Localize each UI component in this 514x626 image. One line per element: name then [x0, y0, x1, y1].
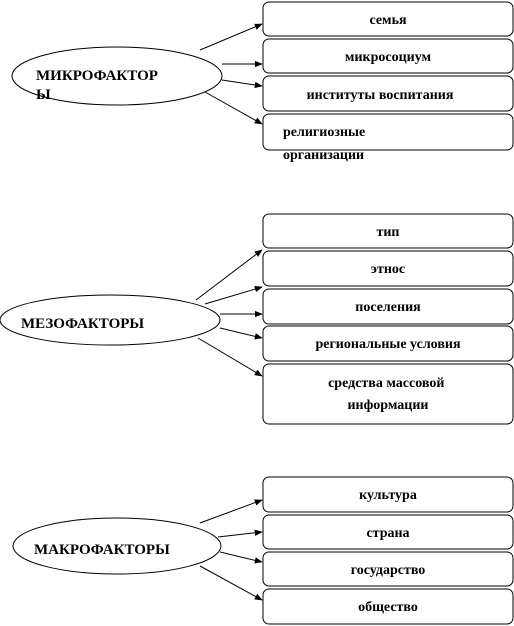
group-meso: МЕЗОФАКТОРЫ тип этнос поселения регионал…	[0, 213, 514, 425]
macro-factors-ellipse	[12, 517, 222, 575]
macro-arrows	[199, 499, 263, 601]
box-regional-conditions: региональные условия	[262, 325, 514, 362]
box-settlements: поселения	[262, 288, 514, 325]
box-society-label: общество	[358, 600, 418, 615]
box-ethnos: этнос	[262, 250, 514, 287]
box-settlements-label: поселения	[355, 300, 421, 315]
box-mass-media-label: средства массовой информации	[328, 376, 448, 413]
group-micro: МИКРОФАКТОР Ы семья микросоциум институт…	[11, 1, 514, 163]
meso-arrows	[195, 249, 263, 377]
box-state-label: государство	[351, 563, 426, 578]
box-ethnos-label: этнос	[371, 262, 405, 277]
box-type-label: тип	[376, 225, 399, 240]
micro-arrows	[199, 23, 263, 125]
box-culture-label: культура	[359, 488, 417, 503]
box-country: страна	[262, 514, 514, 550]
macro-factors-label: МАКРОФАКТОРЫ	[34, 542, 170, 558]
box-religious-organizations: религиозные организации	[262, 113, 514, 163]
box-microsociety-label: микросоциум	[345, 50, 432, 65]
box-education-institutions-label: институты воспитания	[307, 88, 454, 103]
box-regional-conditions-label: региональные условия	[315, 337, 460, 352]
group-macro: МАКРОФАКТОРЫ культура страна государство…	[12, 476, 514, 625]
box-education-institutions: институты воспитания	[262, 75, 514, 112]
box-type: тип	[262, 213, 514, 249]
micro-factors-label: МИКРОФАКТОР Ы	[36, 68, 162, 103]
meso-factors-ellipse	[0, 294, 221, 346]
box-mass-media: средства массовой информации	[262, 363, 514, 425]
box-culture: культура	[262, 476, 514, 513]
box-microsociety: микросоциум	[262, 38, 514, 74]
meso-factors-label: МЕЗОФАКТОРЫ	[21, 316, 144, 332]
box-family: семья	[262, 1, 514, 37]
box-family-label: семья	[369, 13, 407, 28]
box-society: общество	[262, 588, 514, 625]
box-religious-organizations-label: религиозные организации	[283, 125, 369, 163]
micro-factors-ellipse	[11, 46, 223, 106]
box-country-label: страна	[366, 526, 409, 541]
box-state: государство	[262, 551, 514, 587]
